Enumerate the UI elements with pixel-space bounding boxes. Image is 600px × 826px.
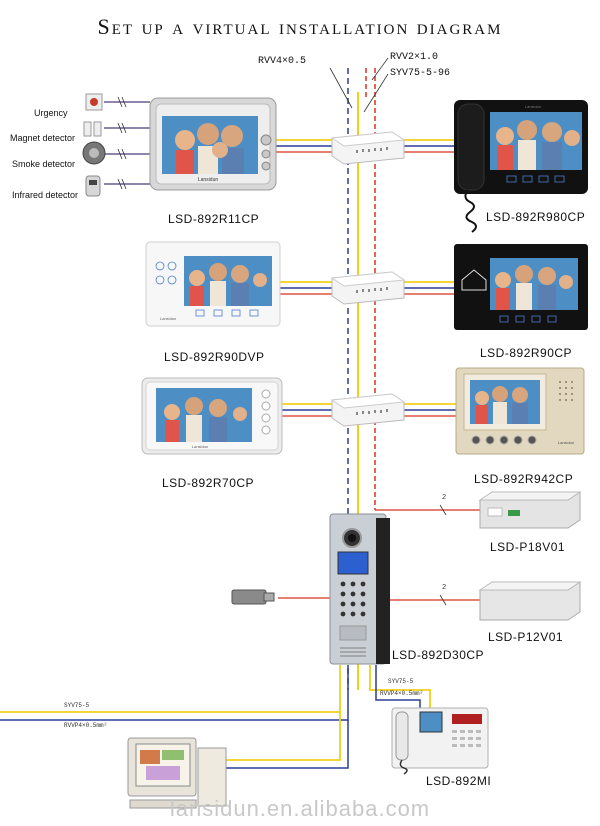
cable-label-rvvp-left: RVVP4×0.5mm² (64, 722, 108, 729)
sensor-label-smoke: Smoke detector (12, 159, 76, 169)
cable-label-syv-left: SYV75-5 (64, 702, 90, 709)
svg-text:Lansidun: Lansidun (558, 440, 574, 445)
device-label-892d30cp: LSD-892D30CP (392, 648, 485, 662)
wire-count-p12v01: 2 (442, 584, 447, 592)
cable-label-syv-mgr: SYV75-5 (388, 678, 414, 685)
cable-label-syv: SYV75-5-96 (390, 68, 451, 79)
infrared-detector (85, 175, 101, 197)
smoke-detector (82, 141, 106, 165)
watermark: lansidun.en.alibaba.com (169, 796, 431, 821)
sensor-label-magnet: Magnet detector (10, 133, 76, 143)
power-supply-p12v01 (478, 581, 582, 621)
monitor-892r70cp: Lansidun (141, 377, 283, 455)
home-icon (461, 269, 487, 291)
power-supply-p18v01 (478, 491, 582, 529)
cable-label-rvv4: RVV4×0.5 (258, 56, 307, 67)
device-label-892r11cp: LSD-892R11CP (168, 212, 260, 226)
video-distributor-1 (330, 131, 406, 165)
door-station-892d30cp (329, 513, 390, 665)
video-distributor-3 (330, 393, 406, 427)
device-label-p12v01: LSD-P12V01 (488, 630, 564, 644)
brand-logo: Lansidun (198, 177, 219, 183)
monitor-892r90dvp: Lansidun (145, 241, 281, 327)
video-distributor-2 (330, 271, 406, 305)
device-label-892r90dvp: LSD-892R90DVP (164, 350, 265, 364)
sensor-label-urgency: Urgency (34, 108, 68, 118)
cable-label-rvv2: RVV2×1.0 (390, 52, 439, 63)
device-label-892mi: LSD-892MI (426, 774, 492, 788)
device-label-892r942cp: LSD-892R942CP (474, 472, 574, 486)
device-label-892r70cp: LSD-892R70CP (162, 476, 255, 490)
sensor-label-infrared: Infrared detector (12, 190, 79, 200)
svg-text:Lansidun: Lansidun (525, 104, 541, 109)
monitor-892r942cp: Lansidun (455, 367, 585, 455)
computer-workstation (127, 737, 227, 809)
monitor-892r980cp: Lansidun (454, 100, 588, 233)
device-label-892r90cp: LSD-892R90CP (480, 346, 573, 360)
monitor-892r11cp: Lansidun (149, 97, 277, 191)
wire-count-p18v01: 2 (442, 494, 447, 502)
urgency-button (85, 93, 103, 111)
svg-text:Lansidun: Lansidun (160, 316, 176, 321)
device-label-p18v01: LSD-P18V01 (490, 540, 566, 554)
device-label-892r980cp: LSD-892R980CP (486, 210, 586, 224)
electric-lock (231, 589, 275, 605)
page-title: Set up a virtual installation diagram (97, 14, 503, 39)
management-center-892mi (391, 707, 489, 775)
monitor-892r90cp (454, 244, 588, 330)
cable-label-rvvp-mgr: RVVP4×0.5mm² (380, 690, 424, 697)
magnet-detector (83, 121, 102, 137)
svg-text:Lansidun: Lansidun (192, 444, 208, 449)
